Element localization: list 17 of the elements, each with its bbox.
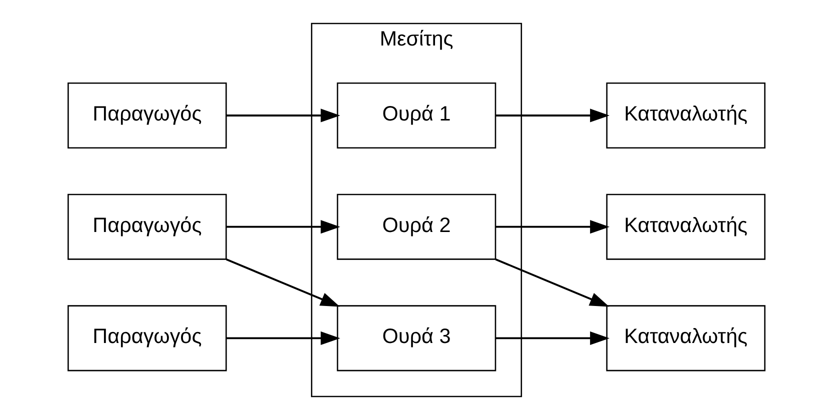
arrow: [496, 331, 610, 345]
node-box: Παραγωγός: [68, 305, 227, 372]
arrow: [496, 220, 610, 234]
arrow: [495, 258, 610, 307]
arrow: [226, 258, 340, 307]
arrow: [496, 108, 610, 122]
node-box: Ουρά 3: [336, 305, 496, 372]
node-box: Παραγωγός: [68, 194, 227, 260]
node-box: Ουρά 2: [336, 194, 496, 260]
node-box: Καταναλωτής: [606, 194, 766, 260]
node-box: Καταναλωτής: [606, 305, 766, 372]
arrow: [226, 220, 340, 234]
arrow: [226, 108, 340, 122]
node-box: Καταναλωτής: [606, 82, 766, 148]
arrow: [226, 331, 340, 345]
node-box: Παραγωγός: [68, 82, 227, 148]
node-box: Ουρά 1: [336, 82, 496, 148]
